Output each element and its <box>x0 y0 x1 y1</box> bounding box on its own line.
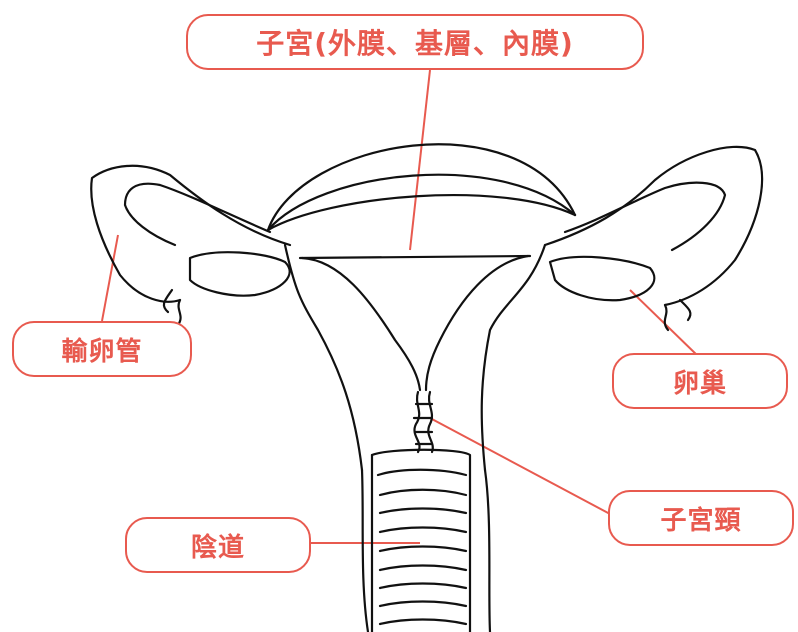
cervix-label: 子宮頸 <box>608 490 794 546</box>
leader-tube <box>102 235 118 321</box>
uterus-label: 子宮(外膜、基層、內膜) <box>186 14 644 70</box>
leader-uterus <box>410 70 430 250</box>
cervix-canal <box>414 392 433 452</box>
vagina-shape <box>362 450 490 632</box>
ovary-label: 卵巢 <box>612 353 788 409</box>
leader-cervix <box>430 418 610 514</box>
leader-lines <box>102 70 700 543</box>
vagina-label: 陰道 <box>125 517 311 573</box>
left-ovary <box>190 252 290 295</box>
uterus-fundus <box>268 144 575 230</box>
right-fallopian-tube <box>545 147 762 330</box>
fallopian-tube-label: 輸卵管 <box>12 321 192 377</box>
right-ovary <box>550 257 654 300</box>
left-fallopian-tube <box>91 166 290 325</box>
